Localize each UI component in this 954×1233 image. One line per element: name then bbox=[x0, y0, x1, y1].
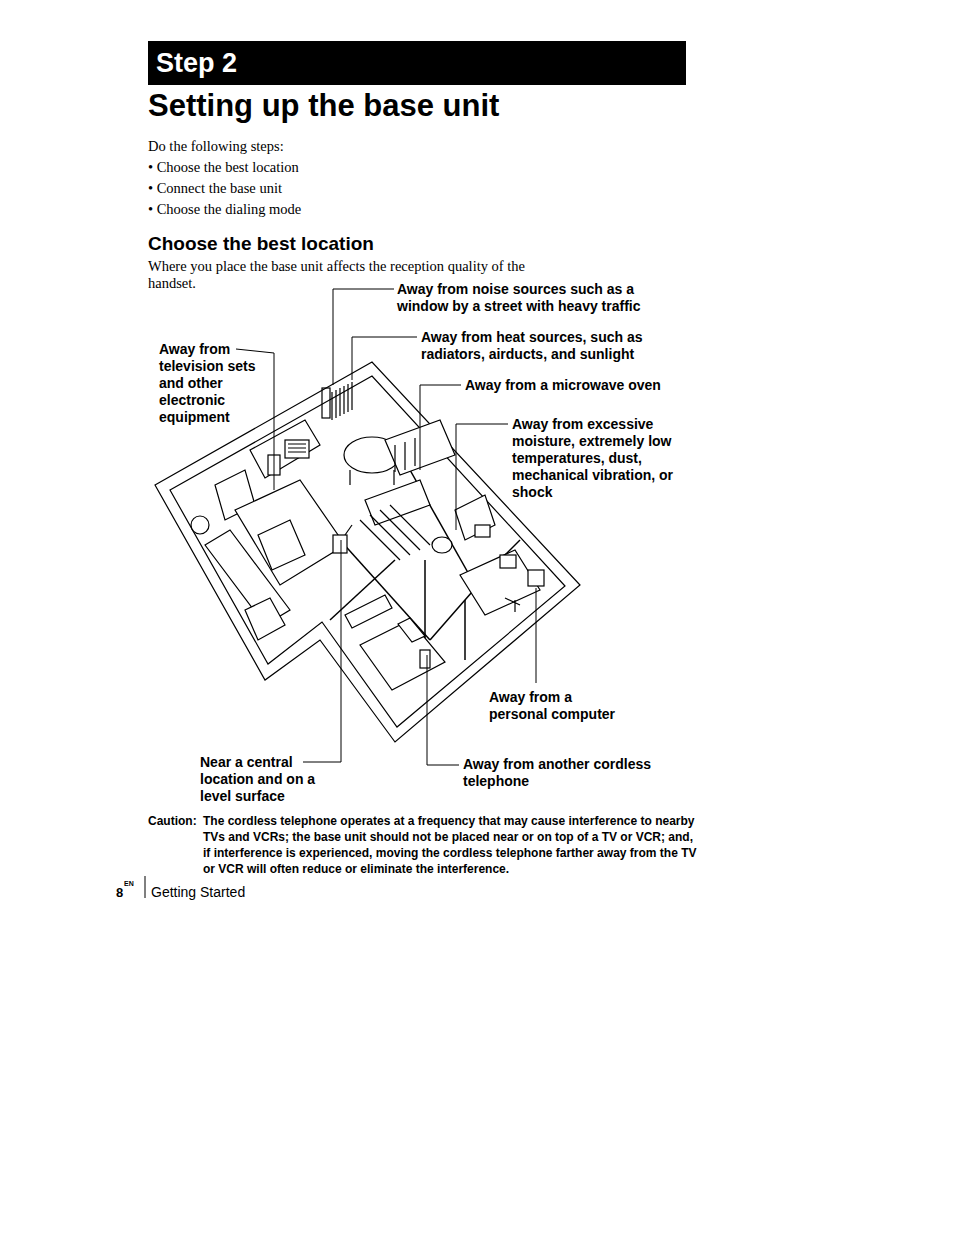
callout-text: Away from television sets and other elec… bbox=[159, 341, 265, 426]
callout-text: Away from another cordless telephone bbox=[463, 756, 663, 790]
section-heading: Choose the best location bbox=[148, 232, 374, 256]
bathroom bbox=[432, 495, 495, 553]
callout-text: Away from a microwave oven bbox=[465, 377, 661, 394]
footer-text: Getting Started bbox=[151, 884, 245, 901]
bullet-item: • Choose the dialing mode bbox=[148, 201, 301, 218]
floor-outline bbox=[170, 376, 565, 727]
kitchen-furniture bbox=[344, 420, 455, 560]
callout-text: Away from excessive moisture, extremely … bbox=[512, 416, 688, 501]
bullet-item: • Connect the base unit bbox=[148, 180, 282, 197]
caution-text: The cordless telephone operates at a fre… bbox=[203, 813, 703, 877]
callout-text: Away from heat sources, such as radiator… bbox=[421, 329, 653, 363]
footer-separator bbox=[145, 876, 146, 898]
bullet-item: • Choose the best location bbox=[148, 159, 299, 176]
radiator bbox=[322, 382, 352, 420]
callout-text: Away from noise sources such as a window… bbox=[397, 281, 667, 315]
step-band: Step 2 bbox=[148, 41, 686, 85]
bedroom bbox=[345, 595, 445, 690]
living-room-furniture bbox=[191, 470, 345, 640]
callout-text: Near a central location and on a level s… bbox=[200, 754, 336, 805]
caution-label: Caution: bbox=[148, 813, 197, 829]
step-label: Step 2 bbox=[148, 41, 686, 85]
page-number: 8 bbox=[116, 884, 123, 901]
base-unit bbox=[333, 525, 352, 553]
callout-text: Away from a personal computer bbox=[489, 689, 625, 723]
intro-text: Do the following steps: bbox=[148, 138, 284, 155]
page-suffix: EN bbox=[124, 879, 134, 888]
page-title: Setting up the base unit bbox=[148, 86, 499, 126]
study-desk bbox=[460, 550, 544, 615]
tv-cabinet bbox=[250, 420, 320, 478]
